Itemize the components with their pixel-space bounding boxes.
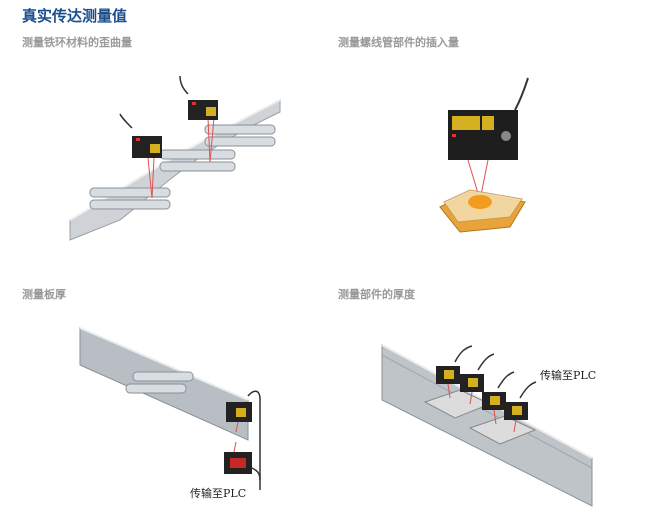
sensor-left: [119, 113, 162, 158]
panel-4-plc-label: 传输至PLC: [540, 369, 597, 382]
roller-2: [159, 149, 236, 172]
page-title: 真实传达测量值: [22, 7, 128, 25]
panel-1-caption: 测量铁环材料的歪曲量: [22, 36, 132, 49]
roller-3: [204, 124, 276, 147]
roller-1: [89, 187, 171, 210]
panel-3-illustration: [79, 327, 261, 490]
panel-4-caption: 测量部件的厚度: [338, 288, 415, 301]
sensor-right: [179, 75, 218, 120]
panel-2-caption: 测量螺线管部件的插入量: [338, 36, 459, 49]
panel-2-illustration: [439, 77, 529, 233]
panel-3-caption: 测量板厚: [22, 288, 66, 301]
panel-4-illustration: [381, 344, 593, 507]
panel-3-plc-label: 传输至PLC: [190, 487, 247, 500]
panel-1-illustration: [69, 75, 281, 241]
